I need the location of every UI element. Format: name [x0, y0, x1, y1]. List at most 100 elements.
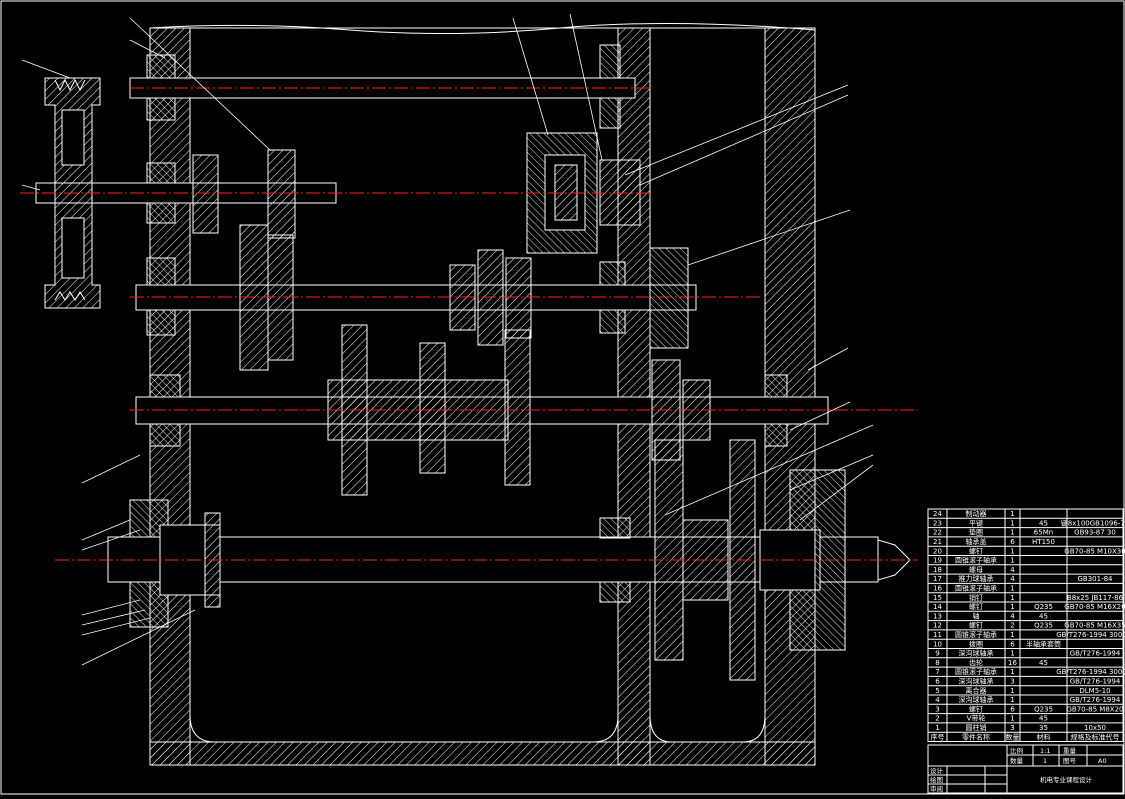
bom-cell-no: 2 [935, 715, 939, 723]
bom-cell-no: 3 [935, 705, 939, 713]
bom-cell-std: GB70-85 M16X35 [1064, 622, 1125, 630]
bom-cell-name: 螺母 [969, 565, 983, 574]
bom-cell-name: 圆锥滚子轴承 [955, 556, 997, 565]
bom-cell-name: 轴 [973, 611, 980, 620]
bom-cell-qty: 1 [1010, 557, 1014, 565]
bom-cell-name: 离合器 [966, 686, 987, 695]
bom-cell-std: GB93-87 30 [1074, 529, 1116, 537]
bom-cell-no: 21 [933, 538, 942, 546]
bom-cell-no: 14 [933, 603, 942, 611]
bom-cell-qty: 3 [1010, 724, 1014, 732]
bom-cell-no: 17 [933, 575, 942, 583]
title-block: 比例 1:1 重量 数量 1 图号 A0 设计 绘图 审阅 机电专业课程设计 [927, 744, 1124, 794]
bom-cell-name: 深沟球轴承 [959, 677, 994, 686]
bom-cell-no: 24 [933, 510, 942, 518]
bom-cell-no: 19 [933, 557, 942, 565]
center-lines [20, 87, 918, 561]
scale-label: 比例 [1010, 746, 1023, 755]
bom-cell-material: 35 [1039, 724, 1048, 732]
bom-cell-qty: 4 [1010, 566, 1015, 574]
bom-cell-material: 45 [1039, 659, 1048, 667]
bom-cell-std: B8x25 JB117-86 [1067, 594, 1124, 602]
bom-cell-qty: 1 [1010, 650, 1014, 658]
qty-value: 1 [1043, 757, 1047, 765]
bom-cell-name: 螺钉 [969, 602, 983, 611]
bom-cell-material: Q235 [1034, 705, 1053, 713]
drawing-no-label: 图号 [1063, 757, 1077, 765]
leader-lines [21, 13, 874, 666]
bom-header-name: 零件名称 [962, 732, 990, 741]
bom-cell-qty: 1 [1010, 529, 1014, 537]
bom-cell-name: 制动器 [966, 509, 987, 518]
bom-cell-no: 10 [933, 640, 942, 648]
bom-cell-name: 垫圈 [969, 528, 983, 537]
bom-cell-name: 深沟球轴承 [959, 695, 994, 704]
drawing-no-value: A0 [1098, 757, 1107, 765]
bom-cell-no: 22 [933, 529, 942, 537]
design-label: 设计 [930, 766, 944, 775]
bom-cell-material: 半轴承套筒 [1026, 639, 1061, 648]
bom-cell-no: 9 [935, 650, 939, 658]
bom-cell-no: 5 [935, 687, 939, 695]
bom-cell-name: 深沟球轴承 [959, 649, 994, 658]
bom-cell-qty: 6 [1010, 640, 1015, 648]
bom-cell-no: 7 [935, 668, 939, 676]
bom-cell-material: 65Mn [1034, 529, 1053, 537]
bom-cell-std: GB70-85 M16X20 [1064, 603, 1125, 611]
bom-cell-name: 圆锥滚子轴承 [955, 584, 997, 593]
bom-cell-std: GB70-85 M10X30 [1064, 547, 1125, 555]
bom-cell-name: 螺钉 [969, 546, 983, 555]
bom-cell-qty: 1 [1010, 594, 1014, 602]
bom-cell-qty: 4 [1010, 575, 1015, 583]
bom-cell-std: GB70-85 M8X20 [1067, 705, 1124, 713]
bom-cell-no: 8 [935, 659, 939, 667]
bom-cell-no: 1 [935, 724, 939, 732]
bom-cell-no: 6 [935, 678, 940, 686]
bom-cell-material: Q235 [1034, 603, 1053, 611]
bom-cell-name: 推力球轴承 [959, 574, 994, 583]
bom-cell-no: 16 [933, 585, 942, 593]
bom-cell-qty: 16 [1008, 659, 1017, 667]
bom-cell-no: 11 [933, 631, 942, 639]
bom-cell-std: GB/T276-1994 3000型 [1056, 667, 1125, 676]
bom-frame [927, 508, 1124, 742]
bom-cell-qty: 1 [1010, 696, 1014, 704]
review-label: 审阅 [930, 784, 943, 793]
bom-cell-name: 齿轮 [969, 658, 983, 667]
bom-cell-no: 12 [933, 622, 942, 630]
bom-cell-name: 螺钉 [969, 704, 983, 713]
bom-cell-qty: 1 [1010, 585, 1014, 593]
bom-cell-material: Q235 [1034, 622, 1053, 630]
bom-cell-std: GB/T276-1994 3000型 [1056, 630, 1125, 639]
bom-cell-no: 15 [933, 594, 942, 602]
bom-cell-no: 18 [933, 566, 942, 574]
bom-cell-no: 13 [933, 612, 942, 620]
bom-cell-qty: 6 [1010, 538, 1015, 546]
bom-cell-name: 平键 [969, 518, 983, 527]
bom-cell-name: 拨圈 [969, 639, 983, 648]
bom-cell-material: 45 [1039, 519, 1048, 527]
drawing-title: 机电专业课程设计 [1040, 775, 1093, 784]
bom-cell-qty: 2 [1010, 622, 1014, 630]
bom-cell-std: 键8x100GB1096-79 [1061, 518, 1125, 527]
bom-cell-std: GB/T276-1994 [1070, 650, 1121, 658]
bom-cell-qty: 6 [1010, 705, 1015, 713]
bom-cell-name: 螺钉 [969, 621, 983, 630]
scale-value: 1:1 [1040, 747, 1050, 755]
housing-bottom-wall [149, 741, 816, 766]
bom-cell-std: GB/T276-1994 [1070, 696, 1121, 704]
bom-cell-no: 4 [935, 696, 940, 704]
bom-cell-qty: 1 [1010, 631, 1014, 639]
bom-cell-qty: 1 [1010, 519, 1014, 527]
bom-cell-name: 圆柱销 [966, 723, 987, 732]
bom-cell-std: GB301-84 [1077, 575, 1113, 583]
bom-cell-material: 45 [1039, 715, 1048, 723]
bom-cell-name: 销钉 [969, 593, 983, 602]
bom-cell-qty: 1 [1010, 715, 1014, 723]
bom-cell-name: V带轮 [967, 714, 986, 723]
bom-cell-qty: 1 [1010, 603, 1014, 611]
qty-label: 数量 [1010, 756, 1024, 765]
bom-cell-qty: 1 [1010, 547, 1014, 555]
